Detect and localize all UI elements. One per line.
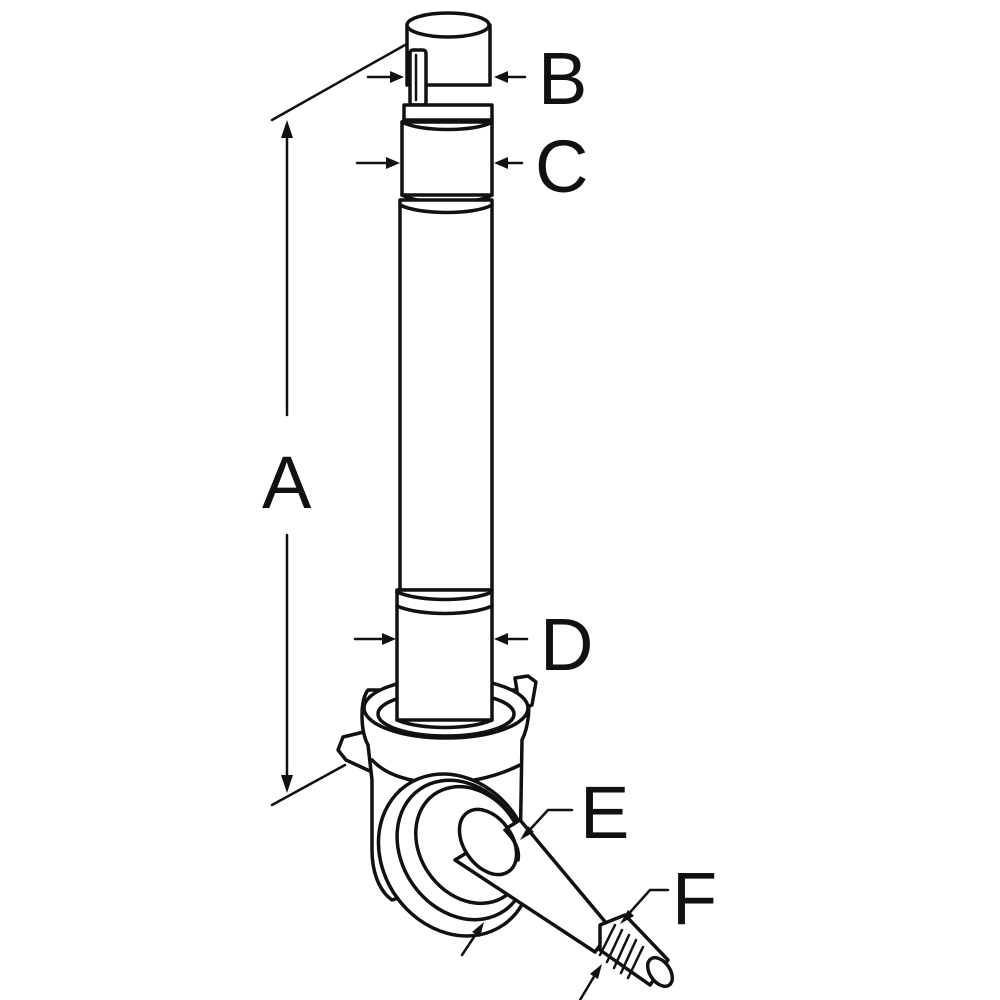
label-f: F [672, 857, 717, 940]
dimension-d: D [353, 603, 593, 686]
label-a: A [262, 441, 312, 524]
label-c: C [535, 125, 588, 208]
dimension-f: F [578, 857, 717, 1000]
dimension-e: E [460, 771, 629, 957]
label-d: D [540, 603, 593, 686]
dimension-a: A [262, 43, 407, 807]
label-e: E [580, 771, 629, 854]
spindle-shaft [395, 11, 494, 730]
dimension-c: C [355, 125, 588, 208]
keyway-slot [408, 48, 428, 107]
label-b: B [538, 37, 587, 120]
dimension-b: B [366, 37, 587, 120]
stub-axle [376, 772, 675, 989]
